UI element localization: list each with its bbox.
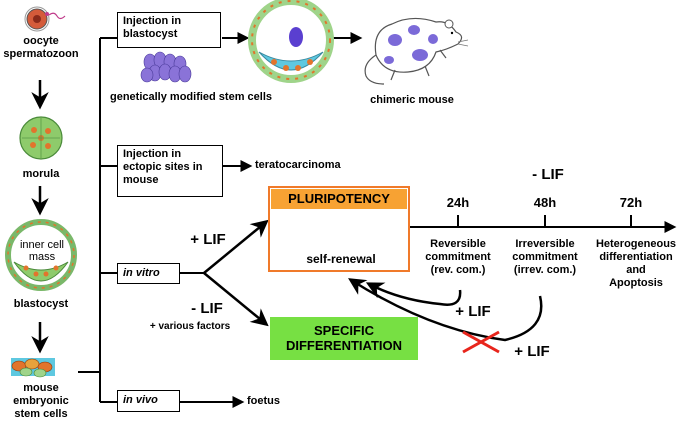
in-vitro-box: in vitro	[117, 263, 180, 284]
tick-label-48h: 48h	[533, 195, 557, 210]
stage-48h-line2: commitment	[512, 251, 578, 263]
stage-24h-line1: Reversible	[430, 238, 486, 250]
es-cells-label-line3: stem cells	[14, 408, 68, 420]
tick-label-72h: 72h	[619, 195, 643, 210]
pluripotency-label: PLURIPOTENCY	[271, 189, 407, 209]
teratocarcinoma-label: teratocarcinoma	[255, 159, 341, 171]
self-renewal-label: self-renewal	[306, 252, 376, 266]
arrow-plus-lif	[203, 219, 269, 274]
plus-lif-label: + LIF	[190, 231, 226, 248]
injection-blastocyst-box: Injection in blastocyst	[117, 12, 221, 48]
spermatozoon-label: spermatozoon	[3, 48, 79, 60]
stage-48h-line3: (irrev. com.)	[513, 264, 577, 276]
stage-48h-line1: Irreversible	[515, 238, 575, 250]
minus-lif-label: - LIF	[191, 300, 223, 317]
blastocyst-icon	[5, 219, 77, 291]
injection-blastocyst-line2: blastocyst	[123, 28, 178, 40]
specific-differentiation-box: SPECIFIC DIFFERENTIATION	[270, 317, 418, 360]
chimeric-mouse-label: chimeric mouse	[370, 94, 454, 106]
return-48h-lif-label: + LIF	[514, 343, 550, 360]
specific-differentiation-line2: DIFFERENTIATION	[285, 338, 403, 353]
injection-ectopic-line1: Injection in	[123, 148, 182, 160]
oocyte-icon	[24, 6, 50, 32]
es-cells-icon	[11, 358, 55, 378]
stage-72h-line2: differentiation	[599, 251, 673, 263]
tick-label-24h: 24h	[446, 195, 470, 210]
morula-label: morula	[22, 168, 60, 180]
stage-72h-line1: Heterogeneous	[595, 238, 677, 250]
stage-72h-line4: Apoptosis	[609, 277, 663, 289]
in-vivo-box: in vivo	[117, 390, 180, 412]
chimeric-mouse-icon	[364, 17, 469, 85]
gm-stem-cells-icon	[140, 51, 192, 83]
stage-72h-line3: and	[626, 264, 646, 276]
various-factors-label: + various factors	[149, 321, 231, 332]
specific-differentiation-line1: SPECIFIC	[314, 323, 374, 338]
es-cells-label-line2: embryonic	[13, 395, 69, 407]
arrow-minus-lif	[203, 272, 269, 327]
gm-stem-cells-label: genetically modified stem cells	[110, 91, 273, 103]
return-arrow-24h	[365, 282, 462, 306]
blastocyst-label: blastocyst	[13, 298, 69, 310]
morula-icon	[19, 116, 63, 160]
spermatozoon-icon	[45, 12, 66, 20]
stage-24h-line3: (rev. com.)	[430, 264, 486, 276]
injection-ectopic-box: Injection in ectopic sites in mouse	[117, 145, 223, 197]
inner-cell-mass-label: inner cell mass	[19, 239, 65, 263]
return-arrow-48h	[348, 278, 543, 342]
injection-blastocyst-line1: Injection in	[123, 15, 182, 27]
foetus-label: foetus	[247, 395, 280, 407]
stage-24h-line2: commitment	[425, 251, 491, 263]
injected-blastocyst-icon	[248, 0, 334, 83]
blocked-cross-icon	[462, 330, 500, 354]
return-24h-lif-label: + LIF	[455, 303, 491, 320]
injection-ectopic-line3: mouse	[123, 174, 159, 186]
es-cells-label-line1: mouse	[23, 382, 59, 394]
oocyte-label: oocyte	[23, 35, 59, 47]
injection-ectopic-line2: ectopic sites in	[123, 161, 203, 173]
timeline-minus-lif-label: - LIF	[532, 166, 564, 183]
